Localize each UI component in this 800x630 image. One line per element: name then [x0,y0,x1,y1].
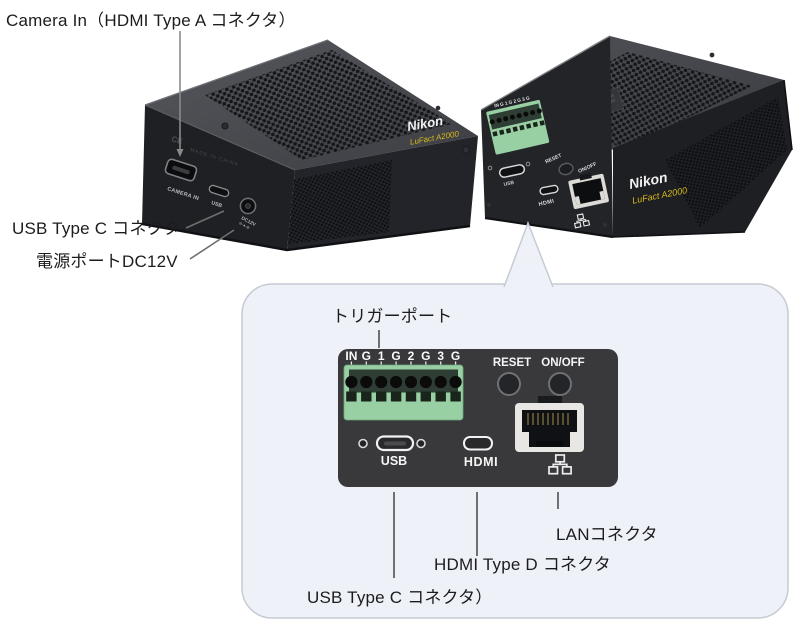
svg-text:3: 3 [437,349,444,363]
rear-panel-zoom: IN G 1 G 2 G 3 G [338,349,618,487]
hdmi-port-label: HDMI [538,199,555,208]
hdmi-port-label: HDMI [464,455,498,469]
screw [435,105,441,111]
trigger-port-label: トリガーポート [332,307,453,326]
device-rear-view: Nikon LuFact A2000 IN G 1 G 2 G 3 G [480,35,793,239]
device-front-view: Nikon LuFact A2000 CE MADE IN CHINA CAME… [141,39,478,252]
side-vent-grille [288,160,392,244]
hdmi-type-d-label: HDMI Type D コネクタ [434,555,611,574]
hdmi-d-port [539,184,559,196]
hdmi-d-port [463,436,493,451]
svg-text:G: G [451,349,460,363]
terminal-ticks [350,361,457,365]
screw [221,122,229,130]
power-port-label: 電源ポートDC12V [36,252,178,271]
callout-bubble: IN G 1 G 2 G 3 G [241,220,789,619]
terminal-labels: IN G 1 G 2 G 3 G [345,349,460,363]
edge-highlight [144,39,329,106]
bubble-pointer [504,223,553,287]
svg-text:⊖-●-⊕: ⊖-●-⊕ [238,220,251,230]
leader-lines [176,31,235,260]
screw [462,146,470,154]
reset-label: RESET [493,357,531,369]
ce-mark: CE [170,134,184,146]
onoff-button [548,372,572,396]
screw-hole [525,161,531,167]
camera-in-label: Camera In（HDMI Type A コネクタ） [6,11,296,30]
usb-c-port [208,184,230,198]
screw [709,52,715,58]
brand-text: Nikon [628,169,669,192]
lan-port [515,396,584,452]
usb-port-label: USB [210,200,223,209]
dc-power-port [239,197,257,215]
svg-text:G: G [421,349,430,363]
svg-text:G: G [391,349,400,363]
reset-button [558,162,574,176]
brand-text: Nikon [406,113,444,134]
bottom-edge [141,222,471,252]
lan-port [568,173,609,209]
onoff-label: ON/OFF [541,357,584,369]
usb-type-c-rear-label: USB Type C コネクタ） [307,588,493,607]
lan-label: LANコネクタ [556,525,658,544]
svg-text:G: G [362,349,371,363]
edge-highlight [144,104,296,171]
reset-button [497,372,521,396]
trigger-terminal-block [343,364,464,421]
svg-text:IN: IN [345,349,357,363]
screw-hole [487,165,493,171]
svg-text:2: 2 [408,349,415,363]
usb-type-c-front-label: USB Type C コネクタ [12,219,181,238]
vent-holes [205,50,452,160]
bottom-edge [484,216,614,239]
svg-text:1: 1 [378,349,385,363]
usb-c-port [498,164,526,178]
usb-port-label: USB [381,454,407,468]
edge-highlight [480,35,611,111]
screw [603,223,607,227]
edge-shadow [612,79,793,238]
screw [487,203,491,207]
usb-c-port [358,435,426,452]
arrow-down [176,149,184,157]
side-vent-grille [665,97,787,228]
trigger-terminal-block: IN G 1 G 2 G 3 G [486,95,550,155]
hdmi-a-port [164,158,198,182]
usb-port-label: USB [503,180,515,188]
